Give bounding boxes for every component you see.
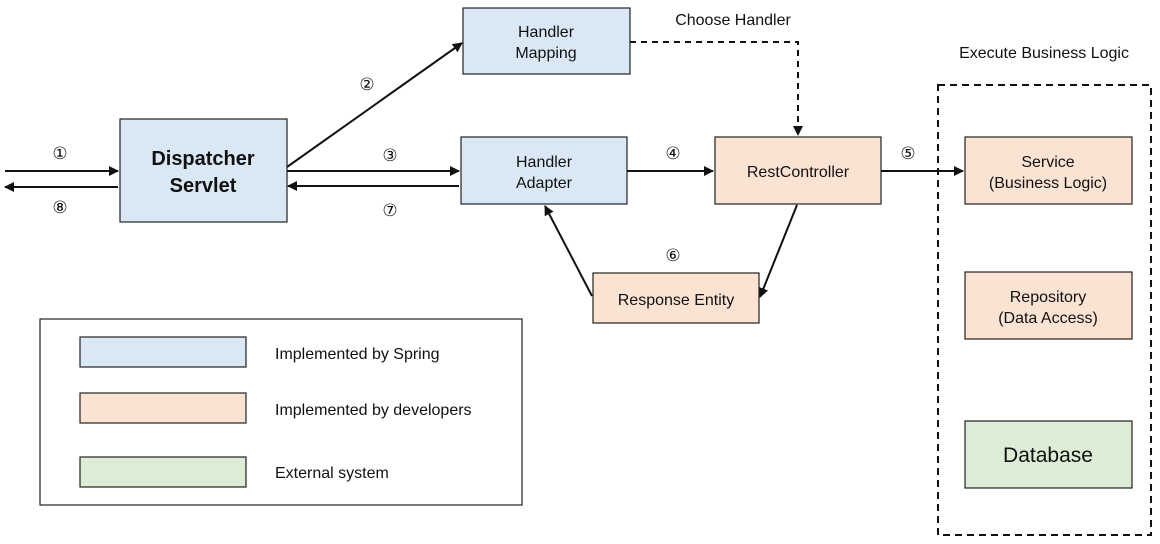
rest-controller-label: RestController	[747, 164, 850, 181]
legend-label-spring: Implemented by Spring	[275, 346, 440, 363]
step-2: ②	[359, 75, 374, 95]
edge-choose-handler	[630, 41, 803, 136]
dispatcher-servlet-node: Dispatcher Servlet	[119, 118, 288, 223]
step-4: ④	[665, 144, 680, 164]
step-5: ⑤	[900, 144, 915, 164]
response-entity-node: Response Entity	[592, 272, 760, 324]
service-label-line1: Service	[1021, 154, 1074, 171]
repository-box	[964, 271, 1133, 340]
repository-label-line1: Repository	[1010, 289, 1086, 306]
handler-adapter-label-line1: Handler	[516, 154, 573, 171]
response-entity-label: Response Entity	[618, 292, 735, 309]
legend-label-developers: Implemented by developers	[275, 402, 472, 419]
legend-swatch-external	[79, 456, 247, 488]
handler-mapping-label-line1: Handler	[518, 24, 575, 41]
step-8: ⑧	[52, 198, 67, 218]
legend-swatch-developers	[79, 392, 247, 424]
step-6: ⑥	[665, 246, 680, 266]
database-box	[964, 420, 1133, 489]
database-node: Database	[964, 420, 1133, 489]
choose-handler-label: Choose Handler	[675, 12, 791, 29]
handler-adapter-label-line2: Adapter	[516, 175, 573, 192]
rest-controller-node: RestController	[714, 136, 882, 205]
edge-dispatcher-to-mapping	[286, 42, 463, 168]
execute-business-logic-label: Execute Business Logic	[959, 45, 1129, 62]
edge-response-to-adapter	[544, 205, 593, 297]
rest-controller-box	[714, 136, 882, 205]
handler-mapping-box	[462, 7, 631, 75]
repository-node: Repository (Data Access)	[964, 271, 1133, 340]
dispatcher-servlet-label-line1: Dispatcher	[151, 148, 255, 170]
handler-mapping-node: Handler Mapping	[462, 7, 631, 75]
service-label-line2: (Business Logic)	[989, 175, 1107, 192]
step-1: ①	[52, 144, 67, 164]
legend-label-external: External system	[275, 465, 389, 482]
dispatcher-servlet-label-line2: Servlet	[170, 175, 237, 197]
step-3: ③	[382, 146, 397, 166]
service-node: Service (Business Logic)	[964, 136, 1133, 205]
handler-adapter-box	[460, 136, 628, 205]
service-box	[964, 136, 1133, 205]
legend-swatch-spring	[79, 336, 247, 368]
repository-label-line2: (Data Access)	[998, 310, 1098, 327]
edge-controller-to-response	[758, 204, 798, 298]
response-entity-box	[592, 272, 760, 324]
dispatcher-servlet-box	[119, 118, 288, 223]
database-label: Database	[1003, 444, 1093, 467]
business-logic-frame	[937, 84, 1152, 536]
handler-mapping-label-line2: Mapping	[515, 45, 576, 62]
handler-adapter-node: Handler Adapter	[460, 136, 628, 205]
step-7: ⑦	[382, 201, 397, 221]
legend: Implemented by Spring Implemented by dev…	[39, 318, 523, 506]
